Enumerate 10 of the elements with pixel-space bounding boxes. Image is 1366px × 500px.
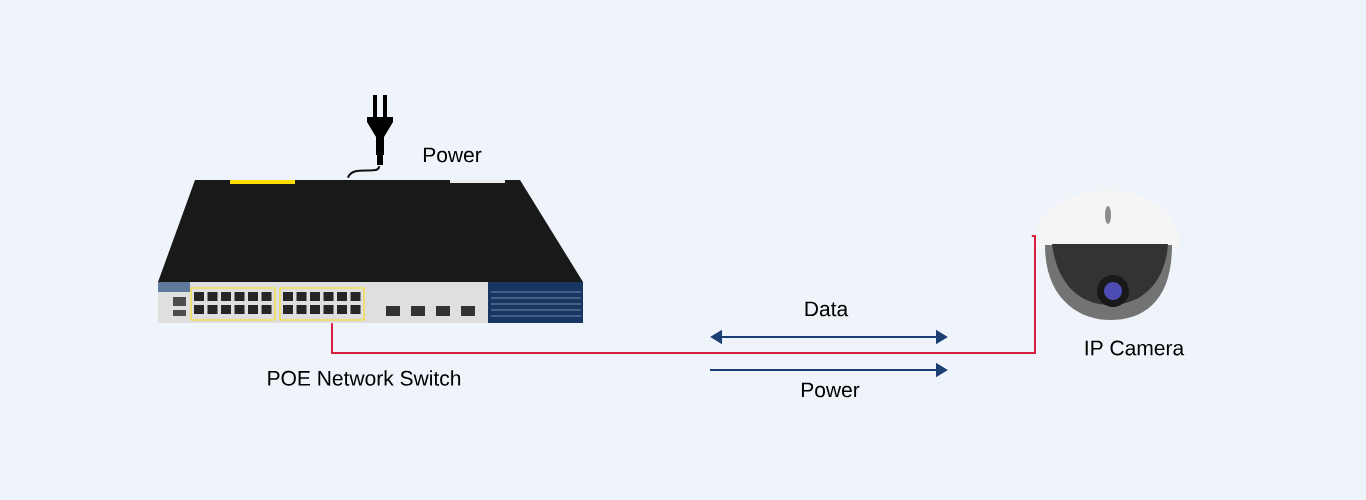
arrow-label: Power <box>423 147 482 163</box>
arrow-label: Power <box>801 382 860 398</box>
device-caption: POE Network Switch <box>268 370 461 386</box>
plug-drawing <box>367 95 393 165</box>
camera-drawing <box>1035 190 1179 320</box>
cable <box>331 235 1036 354</box>
arrow-label: Data <box>805 301 849 317</box>
switch-drawing <box>158 180 583 323</box>
cable <box>347 165 380 179</box>
device-caption: IP Camera <box>1085 340 1185 356</box>
